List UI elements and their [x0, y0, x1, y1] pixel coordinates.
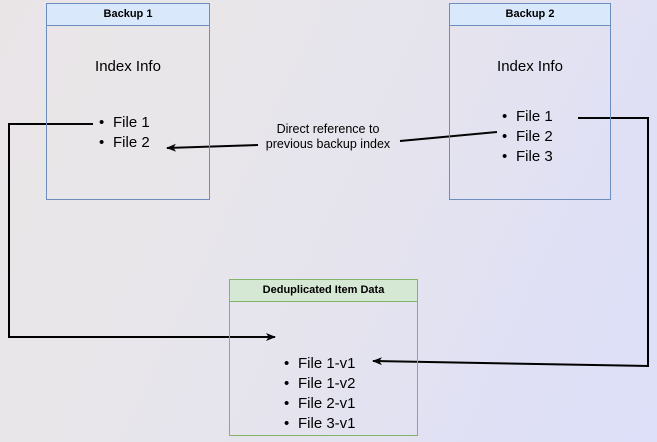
list-item: File 3: [500, 147, 553, 167]
node-deduplicated-item-data[interactable]: Deduplicated Item Data File 1-v1 File 1-…: [229, 279, 418, 436]
list-item: File 3-v1: [282, 414, 356, 434]
node-backup-2-header: Backup 2: [450, 4, 610, 26]
node-backup-1-header: Backup 1: [47, 4, 209, 26]
node-backup-2-body: Index Info File 1 File 2 File 3: [450, 26, 610, 199]
node-backup-2-subtitle: Index Info: [497, 58, 563, 75]
list-item: File 1-v1: [282, 354, 356, 374]
node-dedup-file-list: File 1-v1 File 1-v2 File 2-v1 File 3-v1: [282, 354, 356, 434]
node-backup-1-subtitle: Index Info: [95, 58, 161, 75]
list-item: File 2: [500, 127, 553, 147]
node-backup-1[interactable]: Backup 1 Index Info File 1 File 2: [46, 3, 210, 200]
node-backup-1-file-list: File 1 File 2: [97, 113, 150, 153]
edge-label-direct-reference: Direct reference to previous backup inde…: [255, 122, 401, 152]
list-item: File 1: [500, 107, 553, 127]
node-dedup-body: File 1-v1 File 1-v2 File 2-v1 File 3-v1: [230, 302, 417, 435]
node-backup-1-body: Index Info File 1 File 2: [47, 26, 209, 199]
list-item: File 1: [97, 113, 150, 133]
list-item: File 2: [97, 133, 150, 153]
list-item: File 1-v2: [282, 374, 356, 394]
node-backup-2[interactable]: Backup 2 Index Info File 1 File 2 File 3: [449, 3, 611, 200]
list-item: File 2-v1: [282, 394, 356, 414]
node-dedup-header: Deduplicated Item Data: [230, 280, 417, 302]
edge-label-line-1: Direct reference to: [276, 122, 380, 136]
edge-label-line-2: previous backup index: [265, 137, 391, 151]
node-backup-2-file-list: File 1 File 2 File 3: [500, 107, 553, 167]
